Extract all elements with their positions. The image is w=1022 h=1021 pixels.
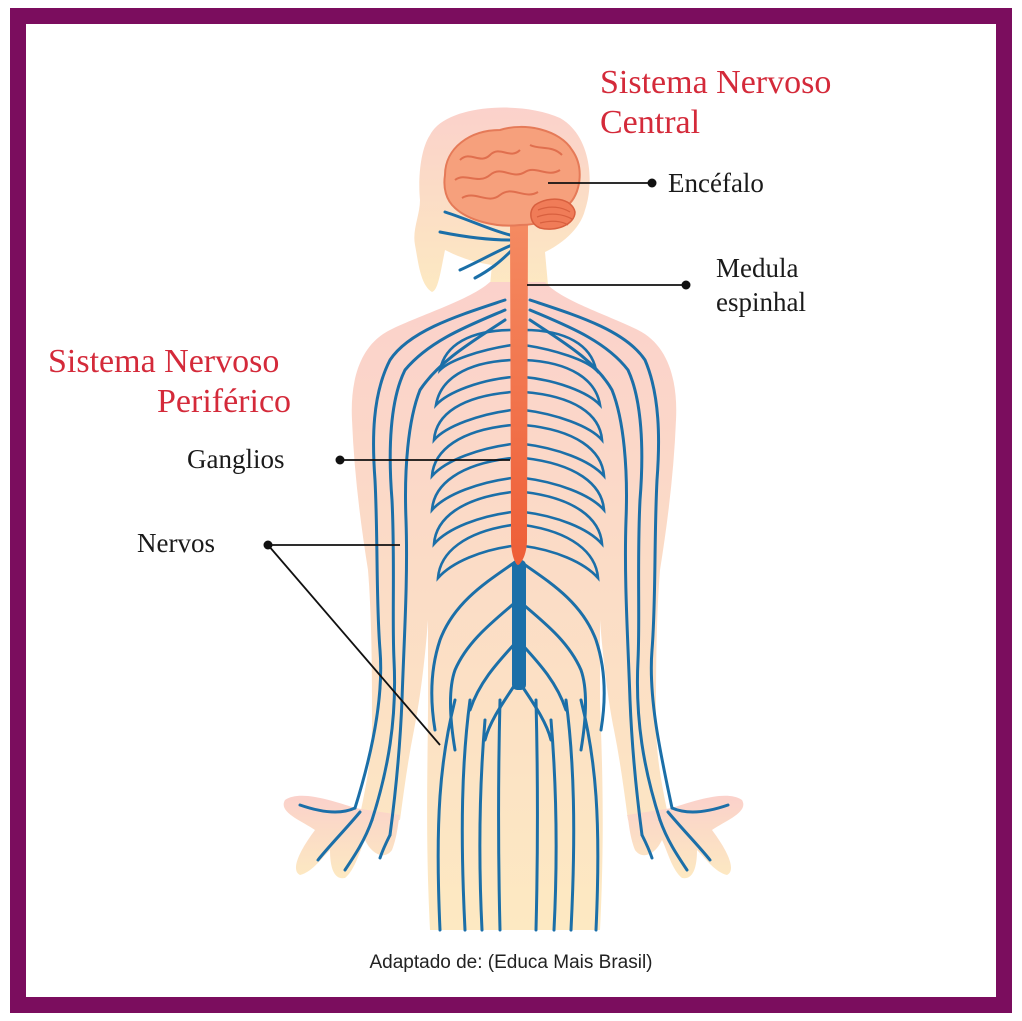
label-ganglios: Ganglios <box>187 443 285 475</box>
peripheral-system-title-line2: Periférico <box>157 382 291 422</box>
brain <box>444 127 579 229</box>
central-system-title-line2: Central <box>600 103 700 143</box>
nervos-dot <box>264 541 273 550</box>
label-encefalo: Encéfalo <box>668 167 764 199</box>
ganglios-dot <box>336 456 345 465</box>
label-nervos: Nervos <box>137 527 215 559</box>
label-medula-line2: espinhal <box>716 286 806 318</box>
central-system-title-line1: Sistema Nervoso <box>600 63 831 103</box>
medula-dot <box>682 281 691 290</box>
peripheral-system-title-line1: Sistema Nervoso <box>48 342 279 382</box>
spinal-cord <box>510 220 528 565</box>
source-caption: Adaptado de: (Educa Mais Brasil) <box>0 952 1022 974</box>
encefalo-dot <box>648 179 657 188</box>
label-medula-line1: Medula <box>716 252 798 284</box>
cauda-equina <box>512 560 526 690</box>
